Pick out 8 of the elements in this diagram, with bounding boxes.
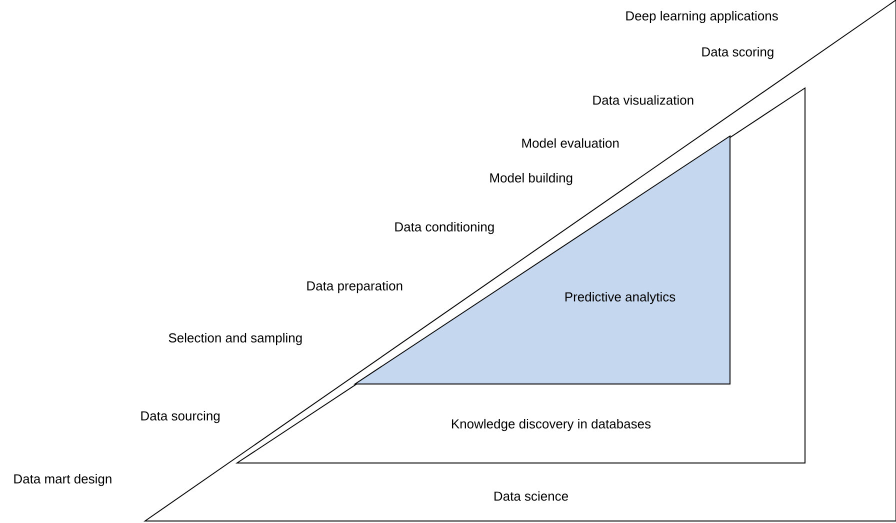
step-label: Data visualization (593, 95, 694, 105)
step-label: Data sourcing (141, 410, 220, 424)
step-label: Deep learning applications (626, 10, 778, 24)
step-label: Data conditioning (395, 222, 494, 234)
step-label: Data scoring (702, 46, 774, 60)
step-label: Model evaluation (522, 138, 619, 148)
step-label: Model building (490, 172, 572, 186)
step-label: Data mart design (14, 474, 112, 486)
